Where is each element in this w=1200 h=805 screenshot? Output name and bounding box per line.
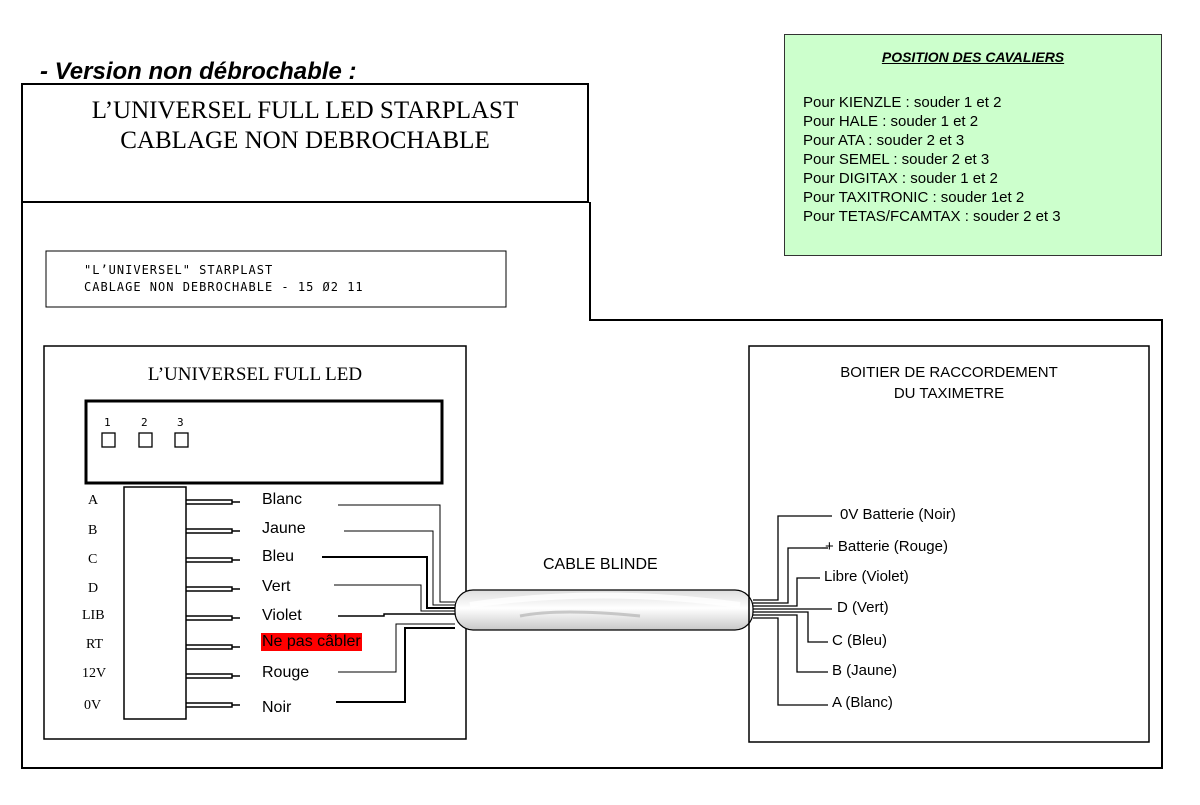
list-item: Pour KIENZLE : souder 1 et 2 [803,94,1002,111]
list-item: Pour TAXITRONIC : souder 1et 2 [803,189,1025,206]
cable-shield-highlight [469,592,741,608]
jumper-square-2 [138,432,153,448]
terminal-label-libre: Libre (Violet) [824,568,909,585]
header-box [21,83,589,203]
list-item: Pour DIGITAX : souder 1 et 2 [803,170,998,187]
pin-label-rt: RT [86,637,104,652]
wire-label-rouge: Rouge [262,664,310,681]
jumper-box-title: POSITION DES CAVALIERS [881,49,1065,65]
jumper-list: Pour KIENZLE : souder 1 et 2 Pour HALE :… [803,93,1061,226]
jumper-square-3 [174,432,189,448]
pin-label-c: C [88,552,98,567]
header-title-line1: L’UNIVERSEL FULL LED STARPLAST [91,97,519,124]
jumper-squares [101,432,189,448]
pin-label-b: B [88,523,98,538]
display-window [84,399,444,485]
header-title: L’UNIVERSEL FULL LED STARPLAST CABLAGE N… [22,96,588,156]
left-wires [322,504,455,703]
junction-box-title: BOITIER DE RACCORDEMENT DU TAXIMETRE [749,362,1149,404]
pin-label-lib: LIB [82,608,105,623]
terminal-label-c: C (Bleu) [832,632,888,649]
wire-label-blanc: Blanc [262,491,303,508]
label-plate-line1: "L’UNIVERSEL" STARPLAST [84,263,274,277]
pin-label-12v: 12V [82,666,107,681]
jumper-square-1 [101,432,116,448]
jumper-position-box: POSITION DES CAVALIERS Pour KIENZLE : so… [784,34,1162,256]
wire-label-ne-pas-cabler: Ne pas câbler [261,633,362,651]
terminal-label-0v: 0V Batterie (Noir) [840,506,956,523]
jumper-number: 3 [177,416,184,429]
wire-label-bleu: Bleu [262,548,295,565]
terminal-label-b: B (Jaune) [832,662,898,679]
list-item: Pour HALE : souder 1 et 2 [803,113,979,130]
terminal-label-plus: + Batterie (Rouge) [825,538,948,555]
pin-label-d: D [88,581,99,596]
pin-label-a: A [88,493,99,508]
jumper-number: 1 [104,416,111,429]
pin-label-0v: 0V [84,698,102,713]
terminal-label-d: D (Vert) [837,599,889,616]
cable-label: CABLE BLINDE [543,556,658,573]
cable-shade [519,610,641,618]
device-title: L’UNIVERSEL FULL LED [147,364,363,385]
label-plate-line2: CABLAGE NON DEBROCHABLE - 15 Ø2 11 [84,280,364,294]
wire-label-violet: Violet [262,607,302,624]
list-item: Pour SEMEL : souder 2 et 3 [803,151,990,168]
junction-box-title-line1: BOITIER DE RACCORDEMENT [840,364,1058,381]
jumper-number: 2 [141,416,148,429]
pin-stubs [186,499,240,708]
wire-label-jaune: Jaune [262,520,306,537]
version-title: - Version non débrochable : [40,58,357,85]
list-item: Pour ATA : souder 2 et 3 [803,132,965,149]
junction-box-title-line2: DU TAXIMETRE [893,385,1005,402]
wire-label-vert: Vert [262,578,291,595]
connector-block [123,486,187,720]
junction-box [748,345,1150,743]
header-title-line2: CABLAGE NON DEBROCHABLE [120,127,490,154]
list-item: Pour TETAS/FCAMTAX : souder 2 et 3 [803,208,1061,225]
label-plate-frame [45,250,507,308]
wire-label-noir: Noir [262,699,292,716]
device-box [43,345,467,740]
main-outline [21,202,1163,769]
label-plate: "L’UNIVERSEL" STARPLAST CABLAGE NON DEBR… [84,262,364,296]
right-wires [753,515,832,706]
terminal-label-a: A (Blanc) [832,694,893,711]
